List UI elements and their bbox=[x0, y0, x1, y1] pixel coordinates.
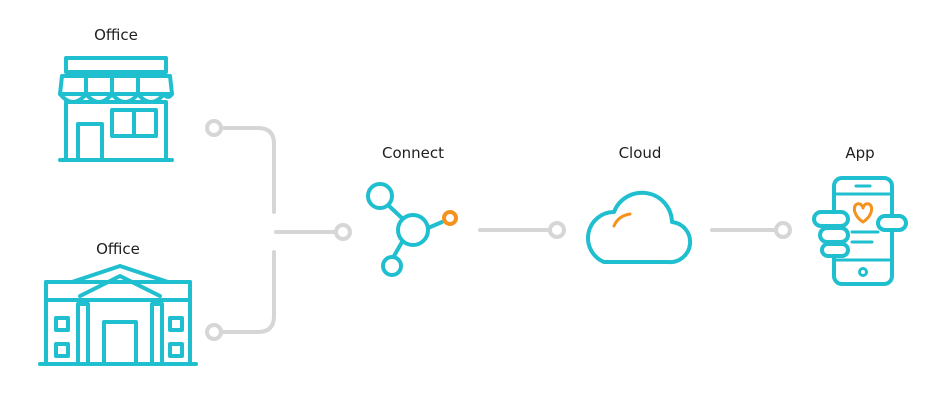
label-cloud: Cloud bbox=[618, 144, 662, 162]
connector-dot-app-in bbox=[774, 221, 792, 239]
storefront-icon bbox=[58, 56, 174, 162]
cloud-accent-arc bbox=[612, 212, 632, 228]
label-office-top: Office bbox=[94, 26, 138, 44]
network-hub-icon bbox=[366, 182, 458, 277]
network-accent-node bbox=[442, 210, 458, 226]
label-office-bottom: Office bbox=[96, 240, 140, 258]
connector-dot-office-top bbox=[205, 119, 223, 137]
label-connect: Connect bbox=[381, 144, 445, 162]
connector-office-bottom bbox=[220, 250, 276, 334]
heart-icon bbox=[852, 202, 874, 224]
bank-building-icon bbox=[38, 264, 198, 366]
cloud-icon bbox=[586, 190, 693, 265]
connector-dot-office-bottom bbox=[205, 323, 223, 341]
label-app: App bbox=[845, 144, 875, 162]
connector-office-top bbox=[220, 126, 276, 214]
smartphone-heart-icon bbox=[812, 176, 908, 286]
connector-dot-connect-in bbox=[334, 223, 352, 241]
connector-dot-cloud-in bbox=[548, 221, 566, 239]
